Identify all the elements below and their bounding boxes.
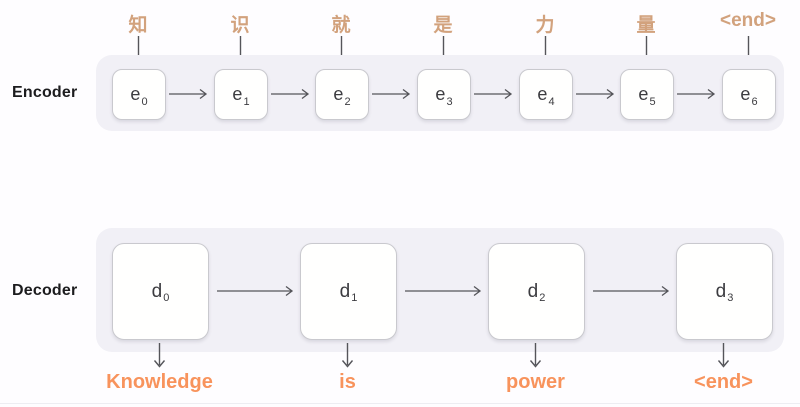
- arrow-right-icon: [271, 88, 311, 100]
- arrow-right-icon: [217, 285, 295, 297]
- encoder-cell: e2: [315, 69, 369, 120]
- arrow-down-icon: [717, 343, 730, 370]
- encoder-section-label: Encoder: [12, 84, 78, 101]
- input-token: 力: [535, 15, 555, 36]
- arrow-right-icon: [405, 285, 483, 297]
- input-token: 量: [636, 15, 656, 36]
- encoder-cell: e0: [112, 69, 166, 120]
- decoder-cell: d0: [112, 243, 209, 340]
- decoder-cell: d3: [676, 243, 773, 340]
- output-token: <end>: [694, 371, 753, 393]
- decoder-container: [96, 228, 784, 352]
- decoder-cell: d1: [300, 243, 397, 340]
- encoder-cell: e3: [417, 69, 471, 120]
- arrow-right-icon: [677, 88, 717, 100]
- arrow-right-icon: [169, 88, 209, 100]
- arrow-right-icon: [576, 88, 616, 100]
- arrow-right-icon: [372, 88, 412, 100]
- arrow-right-icon: [593, 285, 671, 297]
- input-token: 识: [230, 15, 250, 36]
- encoder-cell: e4: [519, 69, 573, 120]
- encoder-cell: e1: [214, 69, 268, 120]
- output-token: power: [506, 371, 565, 393]
- output-token: Knowledge: [106, 371, 213, 393]
- decoder-cell: d2: [488, 243, 585, 340]
- arrow-right-icon: [474, 88, 514, 100]
- decoder-section-label: Decoder: [12, 282, 78, 299]
- arrow-down-icon: [529, 343, 542, 370]
- input-token: 是: [433, 15, 453, 36]
- input-token: 知: [128, 15, 148, 36]
- encoder-cell: e6: [722, 69, 776, 120]
- input-token: 就: [331, 15, 351, 36]
- encoder-cell: e5: [620, 69, 674, 120]
- output-token: is: [339, 371, 356, 393]
- arrow-down-icon: [153, 343, 166, 370]
- arrow-down-icon: [341, 343, 354, 370]
- input-token: <end>: [720, 10, 776, 31]
- bottom-divider: [0, 403, 800, 404]
